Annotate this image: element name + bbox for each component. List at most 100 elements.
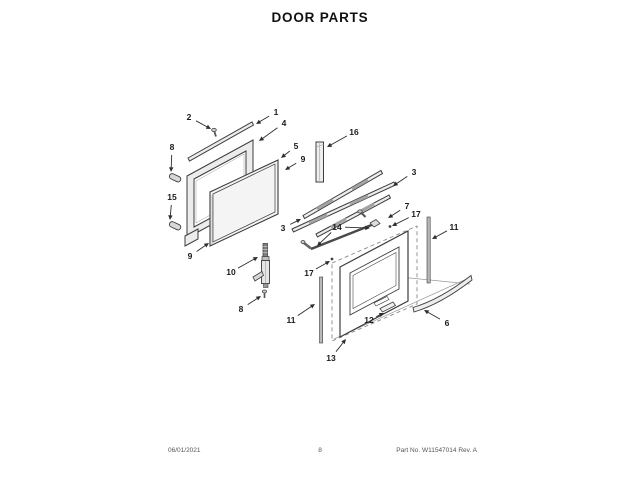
callout-arrowhead-5 [281,153,287,158]
trim-strips [291,169,397,238]
callout-arrowhead-1 [256,119,262,124]
callout-arrowhead-6 [424,310,430,315]
callout-label-1: 1 [274,107,279,117]
door-frame-foot-shape [184,228,199,247]
page-footer: 06/01/2021 8 Part No. W11547014 Rev. A [0,445,640,457]
callout-leader-17 [315,262,327,270]
callout-label-9: 9 [188,251,193,261]
callout-leader-8 [170,154,173,169]
callout-leader-8 [247,297,258,305]
spacer-bar-shape [315,141,324,183]
callout-label-3: 3 [412,167,417,177]
rod-end-screw-left [300,240,306,244]
outer-door-window-inner-line [352,252,397,309]
trim-strip-1-segment [351,178,369,191]
callout-arrowhead-14 [317,241,322,246]
left-door-assembly [168,121,279,247]
curved-handle-shape [412,274,473,313]
callout-label-7: 7 [405,201,410,211]
callout-leader-11 [297,305,312,316]
page-title: DOOR PARTS [271,10,369,25]
vent-plate-shape [379,301,397,313]
rod-bracket-right [369,218,381,228]
callout-leader-12 [376,314,381,318]
callout-label-6: 6 [445,318,450,328]
callout-arrowhead-17 [392,221,398,226]
callout-label-12: 12 [364,315,374,325]
callout-label-4: 4 [282,118,287,128]
callout-arrowhead-8 [169,167,174,172]
callout-label-13: 13 [326,353,336,363]
callout-arrowhead-15 [168,215,173,220]
pin-lower-shape [168,221,182,231]
callout-label-10: 10 [226,267,236,277]
callout-leader-3 [396,176,408,185]
callout-leader-13 [335,341,344,352]
callout-leader-14 [344,226,367,229]
callout-label-14: 14 [332,222,342,232]
callout-label-5: 5 [294,141,299,151]
footer-page-number: 8 [318,447,322,454]
callout-leader-2 [195,120,208,128]
trim-strip-3-segment [330,217,347,229]
trim-strip-2-segment [308,213,328,225]
rod-end-fitting-left [303,241,312,250]
callout-arrowhead-9 [285,165,291,170]
trim-strip-2 [291,181,397,233]
callout-arrowhead-14 [365,225,370,231]
callout-label-2: 2 [187,112,192,122]
screw-bottom-shape [261,289,267,298]
glass-panel-shape [209,159,279,247]
vent-slot-line [373,296,390,307]
screw-top-shape [211,127,217,137]
callout-arrowhead-12 [378,313,384,317]
pin-upper-shape [168,173,182,183]
callout-label-3: 3 [281,223,286,233]
callout-leader-4 [261,127,278,140]
door-outline-dashed [331,225,418,342]
callout-leader-9 [288,162,297,169]
screw-7-shape [357,209,367,218]
callout-arrowhead-8 [255,296,261,301]
callout-arrowhead-16 [327,142,333,147]
trim-strip-3-segment [360,202,375,213]
callout-label-11: 11 [450,222,459,232]
callout-label-16: 16 [349,127,359,137]
footer-part-number: Part No. W11547014 Rev. A [396,447,477,454]
callout-label-9: 9 [301,154,306,164]
side-trim-right-shape [426,216,431,284]
callout-leader-17 [395,217,410,225]
hinge-shape [252,243,270,288]
trim-strip-2-segment [349,194,369,206]
callout-label-11: 11 [287,315,296,325]
trim-strip-1-segment [316,198,334,211]
callout-arrowhead-9 [203,243,209,248]
callout-leader-1 [259,115,270,123]
callout-arrowhead-2 [205,124,211,129]
callout-leader-10 [237,258,255,269]
callout-arrowhead-4 [259,136,265,141]
callout-arrowhead-11 [432,234,438,239]
side-trim-left-shape [319,276,324,344]
outer-door-window-line [349,246,400,316]
callout-leader-16 [330,135,348,146]
right-door-assembly [319,216,473,344]
callout-arrowhead-3 [295,219,301,224]
callout-arrowhead-10 [252,257,258,262]
callout-leader-9 [196,244,206,252]
callout-arrowhead-11 [309,304,315,309]
callout-arrowhead-3 [393,181,399,186]
glass-gasket-line [212,163,276,243]
callout-label-15: 15 [167,192,177,202]
callout-leader-6 [427,311,441,320]
callout-leader-5 [283,150,291,156]
callout-leader-11 [435,230,448,238]
callout-label-17: 17 [304,268,314,278]
outer-door-panel-shape [339,230,409,338]
callout-leader-14 [319,232,332,244]
middle-parts [252,141,324,298]
callout-label-17: 17 [411,209,421,219]
